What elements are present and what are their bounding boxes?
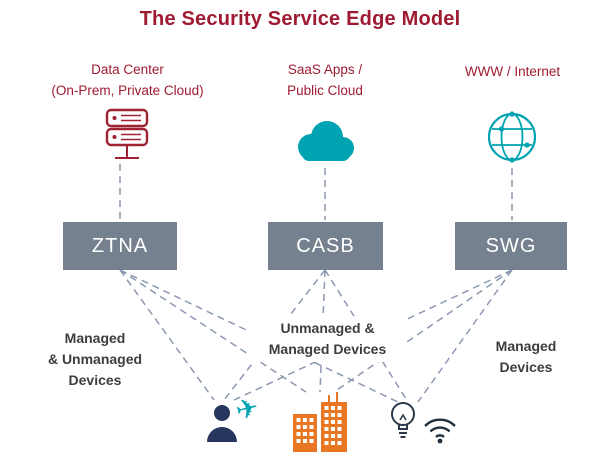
server-rack-icon — [99, 106, 155, 166]
ztna-box: ZTNA — [63, 222, 177, 270]
city-buildings-icon — [289, 392, 351, 452]
swg-box: SWG — [455, 222, 567, 270]
casb-box: CASB — [268, 222, 383, 270]
lightbulb-icon — [388, 400, 418, 442]
globe-network-icon — [483, 108, 541, 166]
ztna-box-label: ZTNA — [91, 234, 149, 257]
label-managed-devices: Managed Devices — [472, 334, 580, 380]
person-icon — [205, 404, 241, 444]
cloud-icon — [289, 118, 361, 166]
label-www-internet: WWW / Internet — [464, 64, 561, 79]
label-saas-apps: SaaS Apps / Public Cloud — [287, 62, 363, 98]
label-data-center: Data Center (On-Prem, Private Cloud) — [51, 62, 204, 98]
casb-box-label: CASB — [296, 234, 355, 257]
label-managed-unmanaged-devices: Managed & Unmanaged Devices — [32, 326, 158, 393]
label-unmanaged-managed-devices: Unmanaged & Managed Devices — [248, 316, 407, 362]
diagram-title: The Security Service Edge Model — [139, 8, 461, 30]
wifi-icon — [420, 412, 460, 444]
swg-box-label: SWG — [485, 234, 537, 257]
